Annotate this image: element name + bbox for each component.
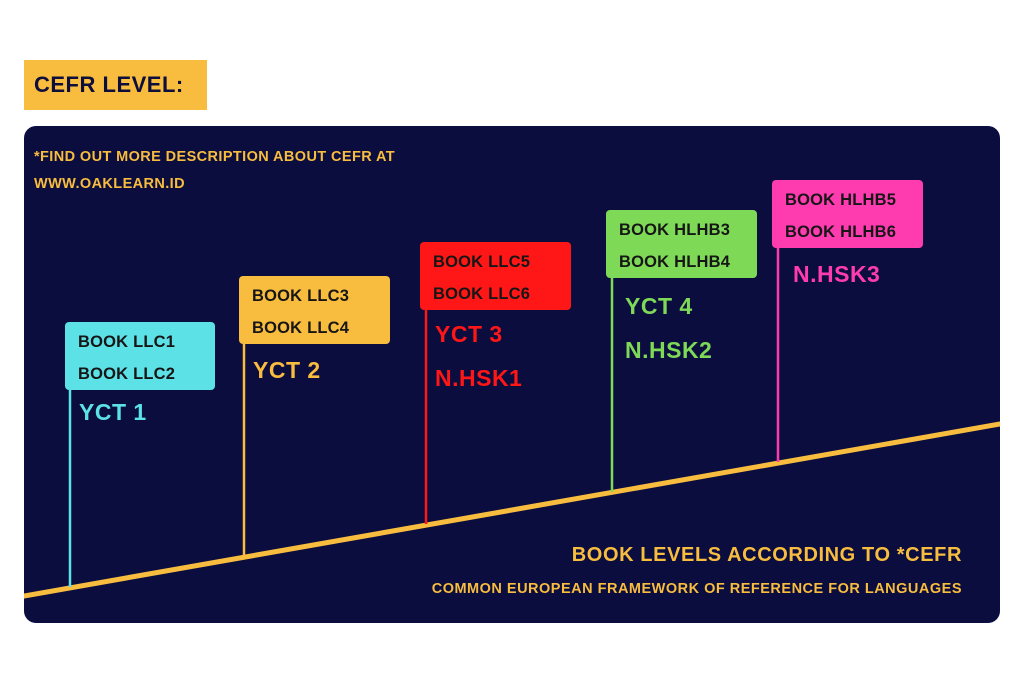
footer-subheading: COMMON EUROPEAN FRAMEWORK OF REFERENCE F… — [431, 581, 962, 597]
level-label: YCT 4 — [625, 293, 693, 319]
book-box-4: BOOK HLHB3 BOOK HLHB4 — [606, 210, 757, 278]
book-label: BOOK LLC6 — [433, 285, 531, 303]
footer-heading: BOOK LEVELS ACCORDING TO *CEFR — [571, 544, 962, 566]
level-label: N.HSK3 — [793, 261, 881, 287]
book-box-5: BOOK HLHB5 BOOK HLHB6 — [772, 180, 923, 248]
book-label: BOOK HLHB3 — [619, 221, 731, 239]
cefr-note: *FIND OUT MORE DESCRIPTION ABOUT CEFR AT… — [34, 144, 454, 198]
level-lines — [24, 246, 1000, 599]
level-label: YCT 3 — [435, 321, 503, 347]
note-line-2: WWW.OAKLEARN.ID — [34, 176, 185, 192]
level-label: N.HSK1 — [435, 365, 523, 391]
book-label: BOOK HLHB6 — [785, 223, 897, 241]
book-box-2: BOOK LLC3 BOOK LLC4 — [239, 276, 390, 344]
level-label: YCT 2 — [253, 357, 321, 383]
level-label: YCT 1 — [79, 399, 147, 425]
book-label: BOOK LLC5 — [433, 253, 531, 271]
book-label: BOOK LLC2 — [78, 365, 176, 383]
book-label: BOOK LLC4 — [252, 319, 350, 337]
book-box-1: BOOK LLC1 BOOK LLC2 — [65, 322, 215, 390]
progress-baseline — [24, 421, 1000, 599]
book-box-3: BOOK LLC5 BOOK LLC6 — [420, 242, 571, 310]
diagram-panel: *FIND OUT MORE DESCRIPTION ABOUT CEFR AT… — [24, 126, 1000, 623]
book-label: BOOK HLHB5 — [785, 191, 897, 209]
book-label: BOOK LLC3 — [252, 287, 350, 305]
book-label: BOOK LLC1 — [78, 333, 176, 351]
page-title: CEFR LEVEL: — [24, 60, 207, 110]
book-label: BOOK HLHB4 — [619, 253, 731, 271]
level-label: N.HSK2 — [625, 337, 713, 363]
note-line-1: *FIND OUT MORE DESCRIPTION ABOUT CEFR AT — [34, 149, 396, 165]
